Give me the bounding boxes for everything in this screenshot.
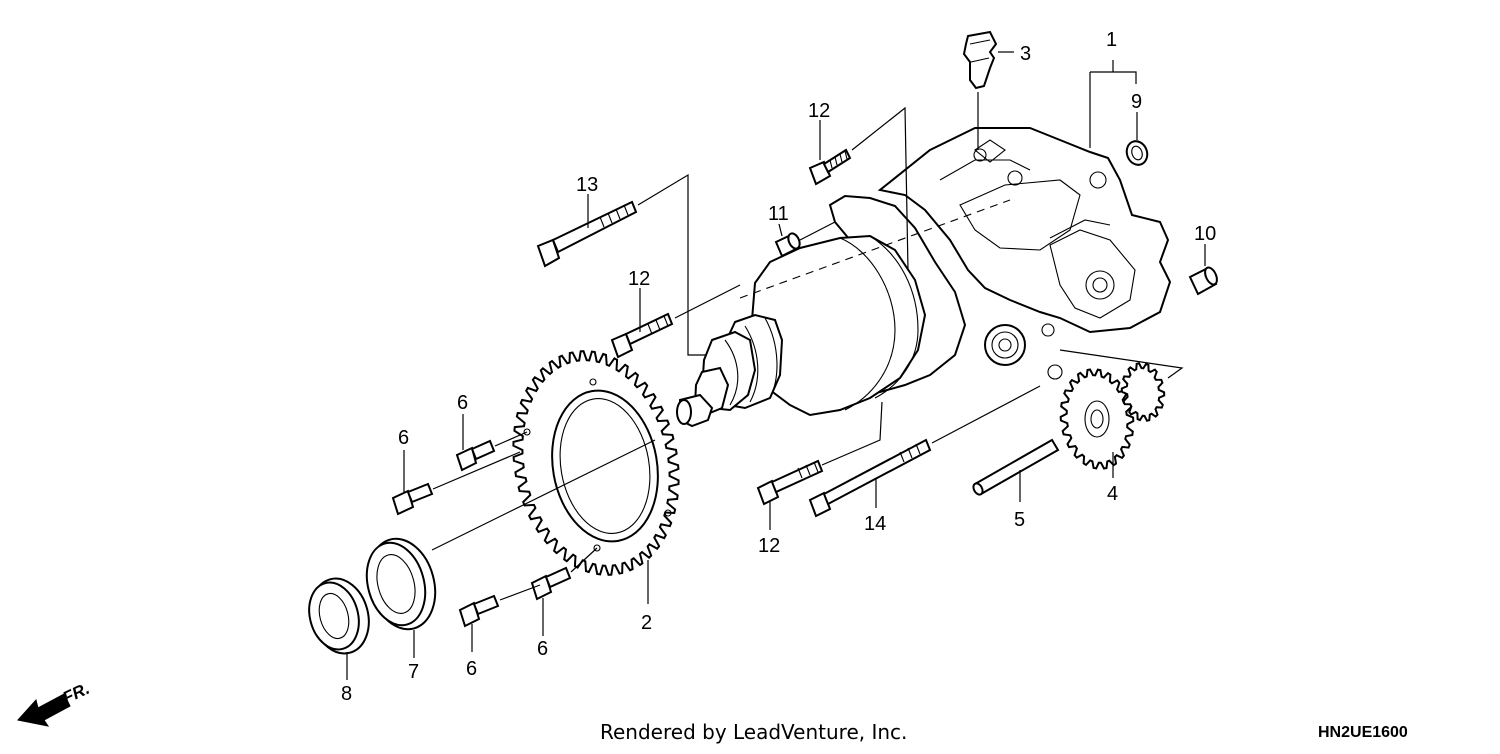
bolt-6-upper-part[interactable] [455,439,496,472]
diagram-code: HN2UE1600 [1318,724,1408,741]
bearing-7-part[interactable] [358,531,445,636]
callout-13: 13 [576,174,598,196]
front-direction-arrow: FR. [17,679,93,727]
callout-1: 1 [1106,29,1117,51]
callout-6-lower-right: 6 [537,638,548,660]
idler-gear-detail [984,324,1026,366]
callout-10: 10 [1194,223,1216,245]
bolt-14-part[interactable] [808,438,932,518]
callout-12-bottom: 12 [758,535,780,557]
bolt-12-bottom-part[interactable] [756,459,824,506]
rear-housing-part[interactable] [676,127,1172,428]
callout-11: 11 [768,203,789,225]
callout-7: 7 [408,661,419,683]
callout-9: 9 [1131,91,1142,113]
gear-4-part[interactable] [1059,362,1166,470]
leader-lines [346,51,1206,680]
bolt-6-left-part[interactable] [391,482,434,516]
bolt-13-part[interactable] [536,200,638,268]
bolt-6-lower-left-part[interactable] [458,594,500,628]
callout-12-top: 12 [808,100,830,122]
dowel-pin-11-part[interactable] [774,232,802,258]
credit-text: Rendered by LeadVenture, Inc. [600,720,907,744]
dowel-pin-10-part[interactable] [1188,266,1219,296]
bolt-6-lower-right-part[interactable] [530,566,572,601]
callout-2: 2 [641,612,652,634]
callout-6-lower-left: 6 [466,658,477,680]
bolt-12-top-part[interactable] [808,148,852,186]
callout-6-left: 6 [398,427,409,449]
ring-gear-part[interactable] [512,350,680,576]
callout-4: 4 [1107,483,1118,505]
callout-3: 3 [1020,43,1031,65]
bolt-12-middle-part[interactable] [610,312,674,359]
callout-8: 8 [341,683,352,705]
callout-12-middle: 12 [628,268,650,290]
callout-6-upper: 6 [457,392,468,414]
shaft-5-part[interactable] [972,438,1060,496]
bearing-8-part[interactable] [302,572,377,660]
callout-5: 5 [1014,509,1025,531]
o-ring-part[interactable] [1123,138,1150,167]
callout-14: 14 [864,513,886,535]
speed-sensor-part[interactable] [962,30,998,90]
callout-labels: 1 2 3 4 5 6 6 6 6 7 8 9 10 11 12 12 12 1… [341,29,1216,705]
